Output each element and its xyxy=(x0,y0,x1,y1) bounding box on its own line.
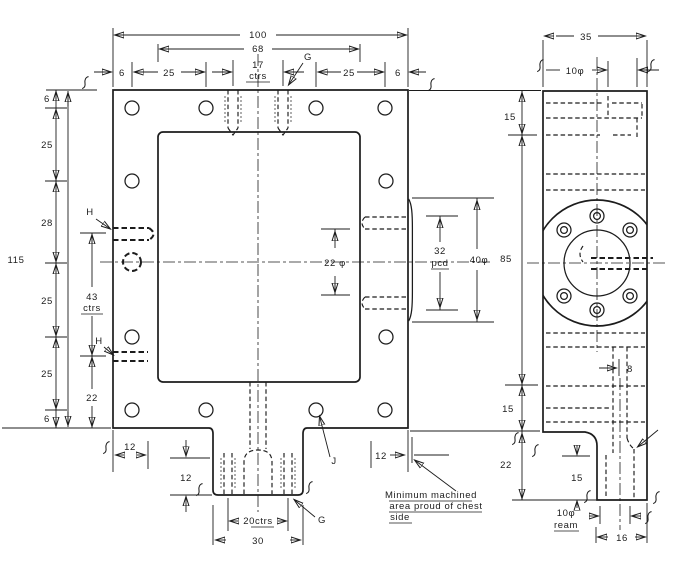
hole-ref-g-bottom: G xyxy=(318,515,326,526)
dim-front-bore: 22 φ xyxy=(324,258,346,269)
machining-mark-icon xyxy=(644,511,653,525)
hole-ref-h-upper: H xyxy=(86,207,93,218)
bolt-hole xyxy=(308,402,324,418)
note-line-1: Minimum machined xyxy=(385,490,477,501)
hole-ref-j: J xyxy=(331,456,336,467)
dim-front-overall-height: 115 xyxy=(8,255,25,266)
hidden-hole-h-circle xyxy=(122,252,142,272)
dim-side-offset-top: 15 xyxy=(504,112,516,123)
machining-mark-icon xyxy=(427,78,436,92)
bolt-hole xyxy=(377,100,393,116)
dim-front-pitch-d: 25 xyxy=(41,369,53,380)
side-hidden-detail xyxy=(546,96,659,530)
dim-side-spigot-width: 16 xyxy=(616,533,628,544)
leader-line xyxy=(95,218,111,229)
bolt-hole xyxy=(378,329,394,345)
leader-line xyxy=(104,347,114,355)
dim-side-spigot-height: 22 xyxy=(500,460,512,471)
machining-mark-icon xyxy=(195,483,204,497)
machining-mark-icon xyxy=(652,491,661,505)
front-hidden-detail xyxy=(113,90,407,494)
side-dimensions: 35 10φ 15 85 15 22 8 15 xyxy=(409,32,659,544)
dim-side-ream-depth: 15 xyxy=(571,473,583,484)
front-bolt-holes xyxy=(124,100,394,418)
front-machined-pad-edge xyxy=(408,198,414,322)
dim-side-width: 35 xyxy=(580,32,592,43)
hole-ref-h-lower: H xyxy=(95,336,102,347)
dim-front-pitch-a: 25 xyxy=(41,140,53,151)
front-plate-outline xyxy=(112,89,409,496)
leader-line xyxy=(415,460,457,492)
bolt-hole xyxy=(198,402,214,418)
machining-mark-icon xyxy=(102,441,111,455)
dim-side-ream-dia: 10φ xyxy=(557,508,576,519)
leader-line xyxy=(294,500,316,518)
dim-front-pitch-b: 28 xyxy=(41,218,53,229)
dim-front-margin-right: 12 xyxy=(375,451,387,462)
dim-front-pcd: 32 xyxy=(434,246,446,257)
dim-front-edge-left: 6 xyxy=(119,68,125,79)
machining-mark-icon xyxy=(583,490,592,504)
bolt-hole xyxy=(124,402,140,418)
dim-front-boss: 40φ xyxy=(470,255,489,266)
machining-mark-icon xyxy=(531,444,540,458)
note-minimum-machined-area: Minimum machined area proud of chest sid… xyxy=(385,460,482,524)
dim-front-pitch-left: 25 xyxy=(163,68,175,79)
dim-front-offset-lower: 22 xyxy=(86,393,98,404)
bolt-hole xyxy=(124,329,140,345)
bolt-hole xyxy=(124,100,140,116)
dim-front-hole-centers-unit: ctrs xyxy=(83,303,101,314)
dim-side-cross-hole: 10φ xyxy=(566,66,585,77)
dim-front-margin-left: 12 xyxy=(124,442,136,453)
front-dimensions: 100 68 6 25 17 ctrs 25 6 G 115 xyxy=(2,28,494,547)
dim-side-body-height: 85 xyxy=(500,254,512,265)
dim-front-pcd-unit: pcd xyxy=(431,258,448,269)
pcd-hole xyxy=(622,288,638,304)
bolt-hole xyxy=(377,402,393,418)
side-body-outline xyxy=(542,90,648,501)
dim-front-pitch-right: 25 xyxy=(343,68,355,79)
dim-front-centers-unit: ctrs xyxy=(249,71,267,82)
bolt-hole xyxy=(124,173,140,189)
side-view xyxy=(527,57,667,530)
leader-line xyxy=(320,416,331,458)
front-centerlines xyxy=(100,54,492,512)
machining-mark-icon xyxy=(511,432,520,446)
pcd-hole xyxy=(622,222,638,238)
machining-mark-icon xyxy=(81,76,90,90)
dim-front-pitch-c: 25 xyxy=(41,296,53,307)
leader-line xyxy=(638,429,659,447)
dim-side-ream-unit: ream xyxy=(554,520,578,531)
note-line-3: side xyxy=(390,512,410,523)
dim-side-hole-offset: 8 xyxy=(627,364,633,375)
leader-line xyxy=(289,62,304,85)
dim-front-spigot-centers: 20ctrs xyxy=(243,516,272,527)
dim-front-opening-width: 68 xyxy=(252,44,264,55)
pcd-hole xyxy=(556,288,572,304)
dim-front-edge-right: 6 xyxy=(395,68,401,79)
front-opening xyxy=(157,131,361,383)
bolt-hole xyxy=(198,100,214,116)
machining-mark-icon xyxy=(305,481,314,495)
dim-front-spigot-width: 30 xyxy=(252,536,264,547)
dim-front-hole-centers: 43 xyxy=(86,292,98,303)
dim-front-overall-width: 100 xyxy=(249,30,267,41)
note-line-2: area proud of chest xyxy=(389,501,482,512)
dim-front-edge-bottom: 6 xyxy=(44,414,50,425)
hole-ref-g-top: G xyxy=(304,52,312,63)
bolt-hole xyxy=(308,100,324,116)
dim-front-centers: 17 xyxy=(252,60,264,71)
bolt-hole xyxy=(378,173,394,189)
dim-front-edge-top: 6 xyxy=(44,94,50,105)
dim-side-offset-bottom: 15 xyxy=(502,404,514,415)
front-view xyxy=(100,54,492,512)
pcd-hole xyxy=(556,222,572,238)
dim-front-spigot-depth: 12 xyxy=(180,473,192,484)
